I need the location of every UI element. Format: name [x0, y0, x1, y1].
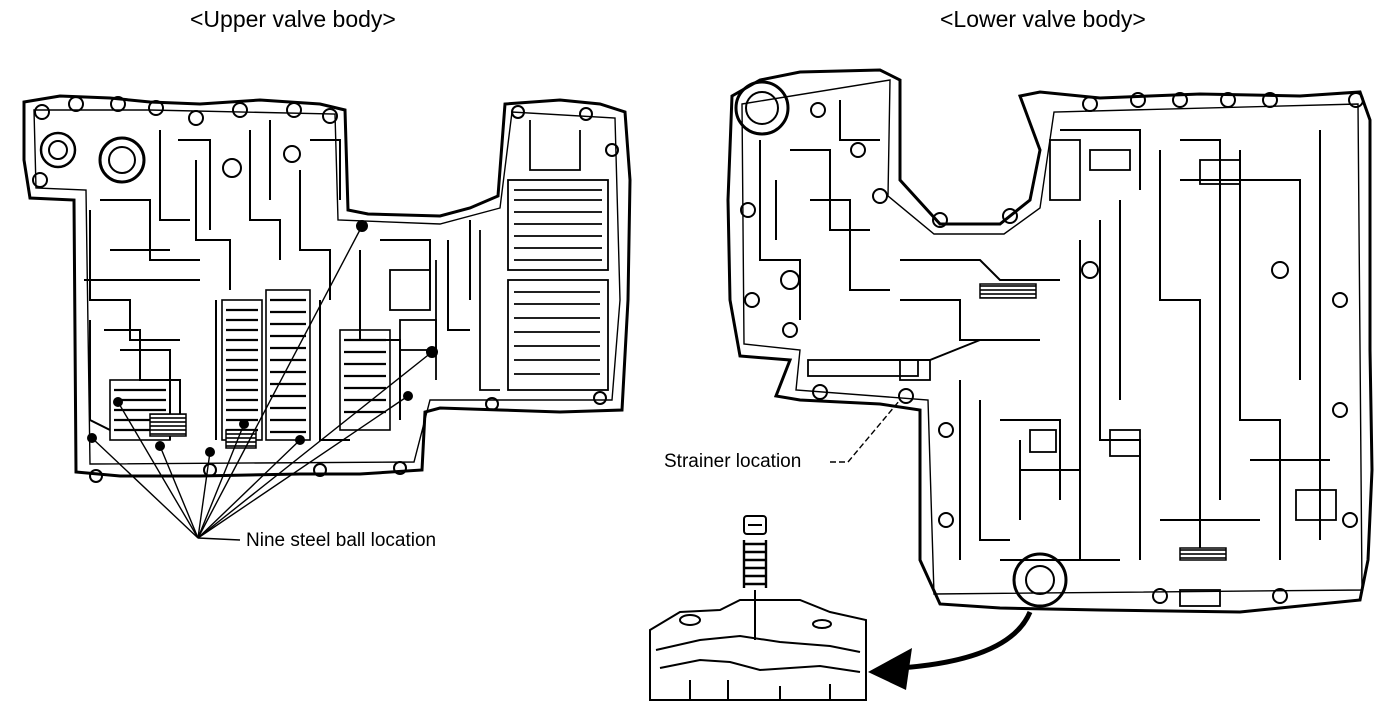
- steel-ball-leader-lines: [91, 225, 433, 541]
- lower-large-port: [734, 80, 790, 136]
- strainer-housing: [1012, 552, 1068, 608]
- detail-body-section: [649, 599, 867, 701]
- strainer-spring: [742, 540, 768, 588]
- upper-valve-body: [22, 94, 632, 541]
- upper-large-port: [98, 136, 146, 184]
- upper-valve-body-title: <Upper valve body>: [190, 6, 396, 32]
- strainer-detail-view: [649, 515, 867, 701]
- nine-steel-ball-callout: Nine steel ball location: [246, 530, 437, 551]
- strainer-location-callout: Strainer location: [664, 451, 802, 472]
- strainer-slot: [979, 283, 1037, 299]
- lower-valve-body-title: <Lower valve body>: [940, 6, 1146, 32]
- lower-valve-body-outline: [726, 68, 1374, 614]
- upper-valve-body-outline: [22, 94, 632, 478]
- detail-arrowhead: [868, 648, 912, 690]
- detail-arrow: [899, 610, 1033, 671]
- strainer-cap: [743, 515, 767, 535]
- strainer-leader-line: [830, 399, 901, 463]
- lower-valve-body: [726, 68, 1374, 690]
